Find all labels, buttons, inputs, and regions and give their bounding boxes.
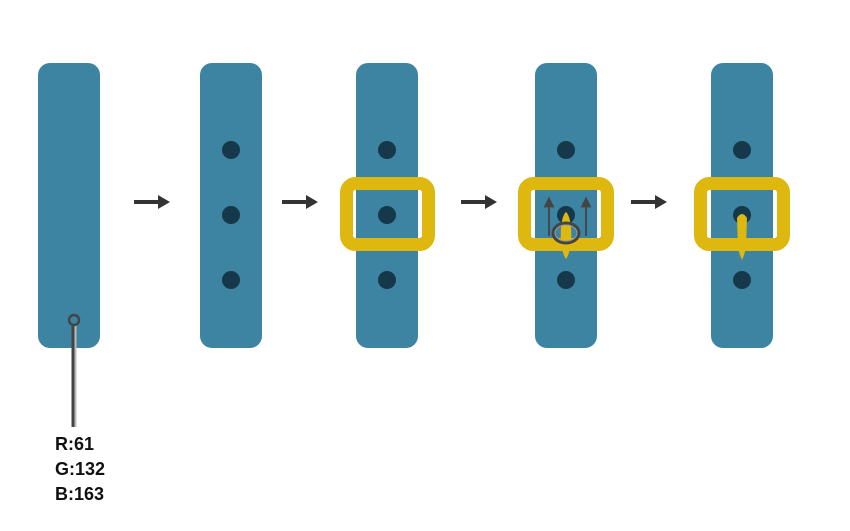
color-readout-g: G:132 [55,459,106,479]
arrow-icon [134,195,170,209]
hole [557,271,575,289]
hole [557,141,575,159]
magnifier-ring-highlight [554,224,578,242]
color-readout-b: B:163 [55,484,105,504]
hole [222,271,240,289]
strap-3 [356,63,418,348]
buckle-tongue [737,214,747,260]
strap-1 [38,63,100,348]
buckle [340,177,435,251]
strap-4 [535,63,597,348]
color-readout-r: R:61 [55,434,95,454]
hole [733,141,751,159]
strap-2 [200,63,262,348]
strap-5 [711,63,773,348]
hole [733,271,751,289]
hole [378,271,396,289]
arrow-icon [282,195,318,209]
color-picker-pin [67,313,81,427]
hole [378,141,396,159]
hole [222,206,240,224]
arrow-icon [631,195,667,209]
magnifier-ring-icon [551,221,581,245]
hole [222,141,240,159]
arrow-icon [461,195,497,209]
hole [378,206,396,224]
color-readout: R:61 G:132 B:163 [55,432,105,507]
